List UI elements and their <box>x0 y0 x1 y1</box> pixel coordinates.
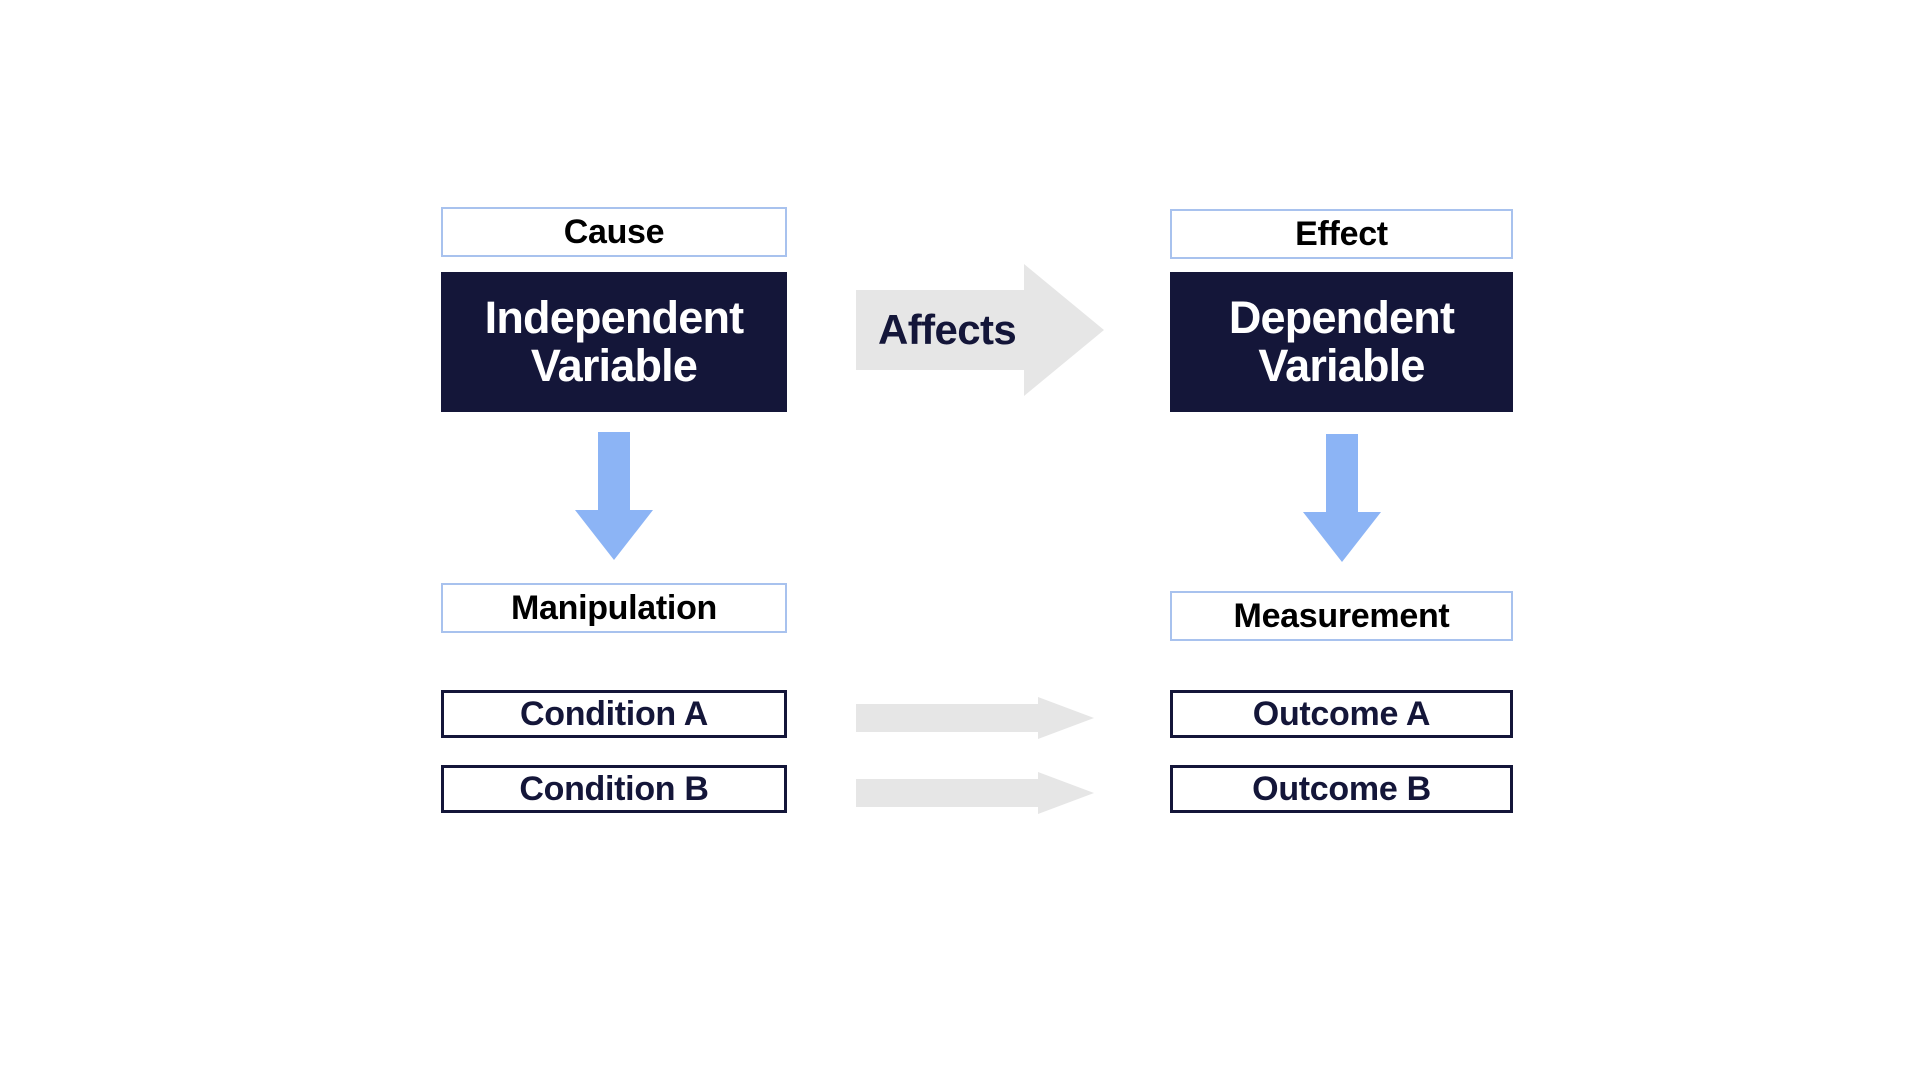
condition-b-text: Condition B <box>519 769 709 808</box>
cause-label-text: Cause <box>563 212 665 251</box>
condition-a-text: Condition A <box>519 694 709 733</box>
gray-arrow-condition-a-to-outcome-a <box>856 697 1094 739</box>
outcome-b-text: Outcome B <box>1252 769 1431 808</box>
condition-b-box: Condition B <box>441 765 787 813</box>
effect-label-box: Effect <box>1170 209 1513 259</box>
manipulation-label-text: Manipulation <box>510 588 718 627</box>
effect-label-text: Effect <box>1295 214 1388 253</box>
independent-variable-line2: Variable <box>530 340 698 391</box>
measurement-label-text: Measurement <box>1233 596 1450 635</box>
gray-arrow-condition-b-to-outcome-b <box>856 772 1094 814</box>
independent-variable-line1: Independent <box>484 292 745 344</box>
outcome-a-text: Outcome A <box>1252 694 1431 733</box>
independent-variable-box: Independent Variable <box>441 272 787 412</box>
outcome-b-box: Outcome B <box>1170 765 1513 813</box>
dependent-variable-box: Dependent Variable <box>1170 272 1513 412</box>
measurement-label-box: Measurement <box>1170 591 1513 641</box>
outcome-a-box: Outcome A <box>1170 690 1513 738</box>
dependent-variable-line1: Dependent <box>1228 292 1455 344</box>
manipulation-label-box: Manipulation <box>441 583 787 633</box>
cause-label-box: Cause <box>441 207 787 257</box>
blue-down-arrow-left <box>575 432 653 560</box>
condition-a-box: Condition A <box>441 690 787 738</box>
affects-arrow: Affects <box>856 264 1104 396</box>
dependent-variable-line2: Variable <box>1258 340 1425 391</box>
blue-down-arrow-right <box>1303 434 1381 562</box>
